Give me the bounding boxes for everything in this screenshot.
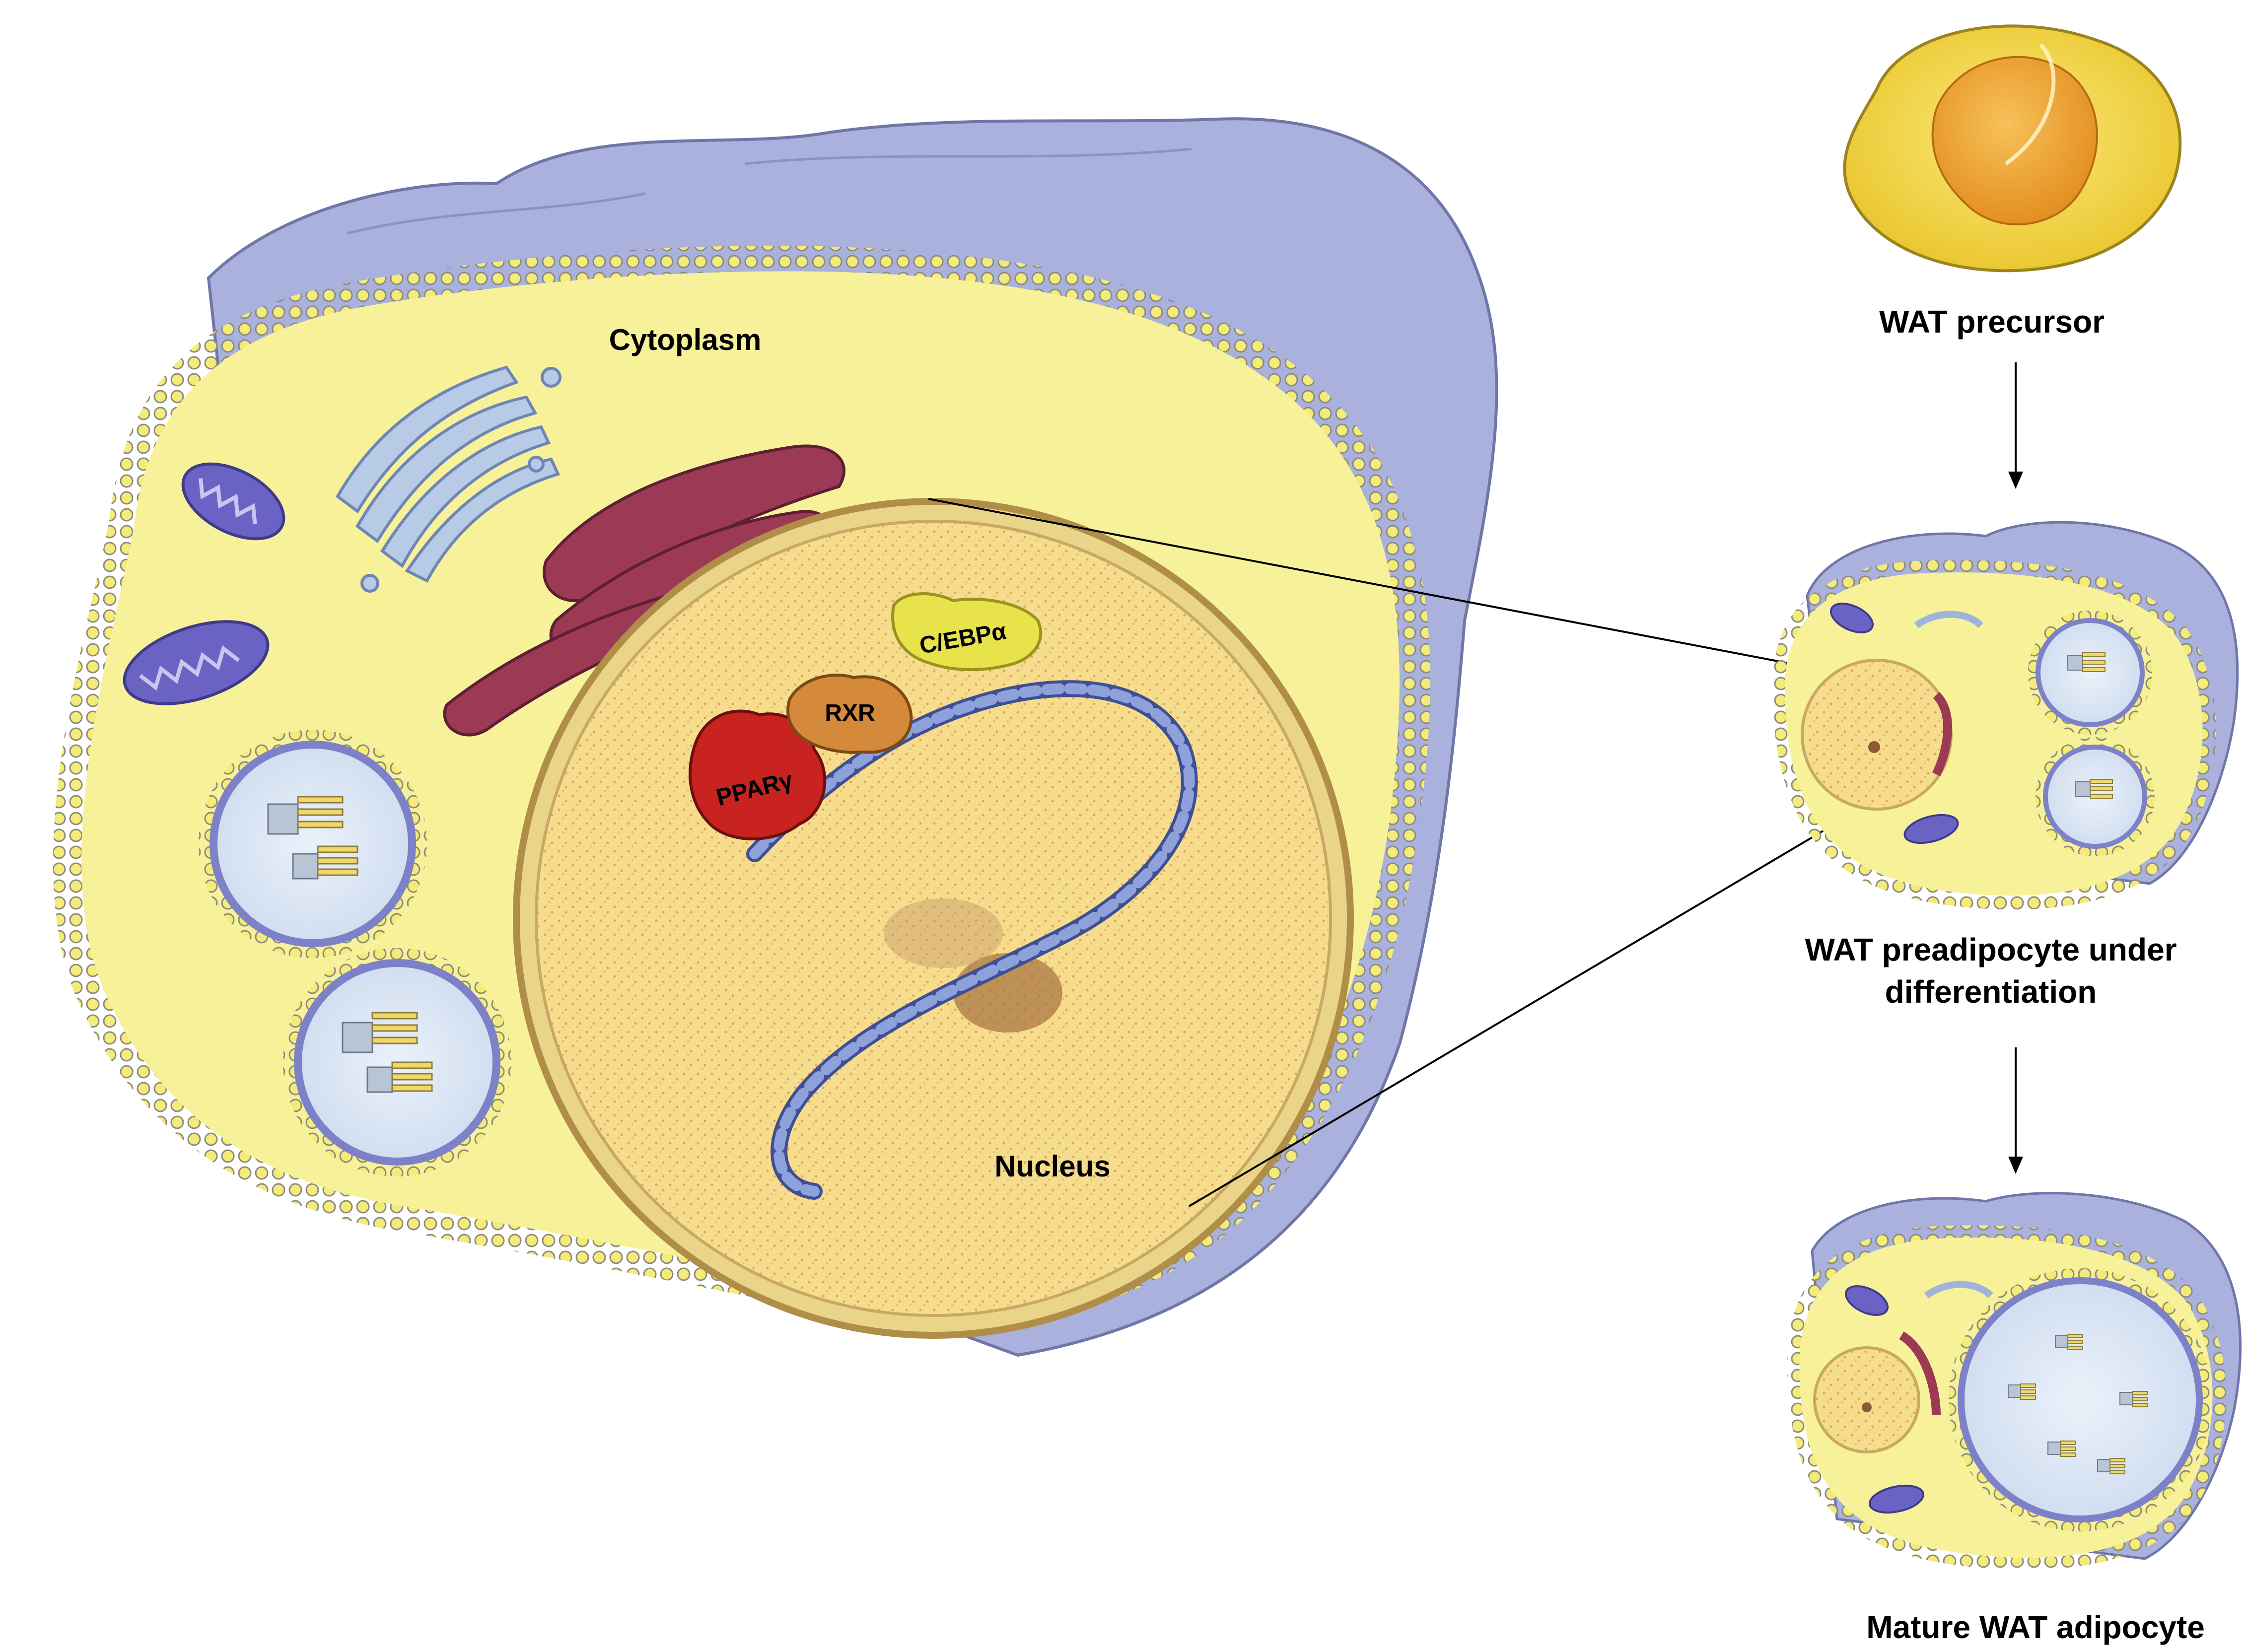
dna-helix xyxy=(746,680,1198,1200)
wat-preadipocyte-label-line1: WAT preadipocyte under xyxy=(1805,932,2177,967)
golgi-apparatus xyxy=(336,365,562,593)
main-cell: PPARγ RXR C/EBPα Cytoplasm Nucleus xyxy=(53,117,1498,1357)
cebpa-protein: C/EBPα xyxy=(891,592,1043,672)
nucleus-label: Nucleus xyxy=(994,1150,1110,1183)
cytoplasm-label: Cytoplasm xyxy=(609,323,762,356)
mitochondrion-2 xyxy=(123,620,270,705)
wat-precursor-cell xyxy=(1843,24,2182,273)
wat-preadipocyte-label-line2: differentiation xyxy=(1885,974,2097,1010)
wat-preadipocyte-cell xyxy=(1772,521,2239,910)
zoom-lines xyxy=(928,498,1878,1207)
lipid-droplet-1 xyxy=(199,730,427,958)
mature-wat-adipocyte-cell xyxy=(1787,1192,2242,1570)
arrow-precursor-to-preadipocyte xyxy=(2008,362,2023,489)
rxr-label: RXR xyxy=(825,700,875,726)
rxr-protein: RXR xyxy=(786,674,913,754)
lipid-droplet-2 xyxy=(283,948,511,1176)
nucleus xyxy=(513,498,1354,1339)
pparg-protein: PPARγ xyxy=(689,709,827,840)
mature-wat-adipocyte-label: Mature WAT adipocyte xyxy=(1866,1609,2205,1645)
mitochondrion-1 xyxy=(181,462,285,541)
wat-precursor-label: WAT precursor xyxy=(1879,304,2105,340)
arrow-preadipocyte-to-mature xyxy=(2008,1047,2023,1174)
